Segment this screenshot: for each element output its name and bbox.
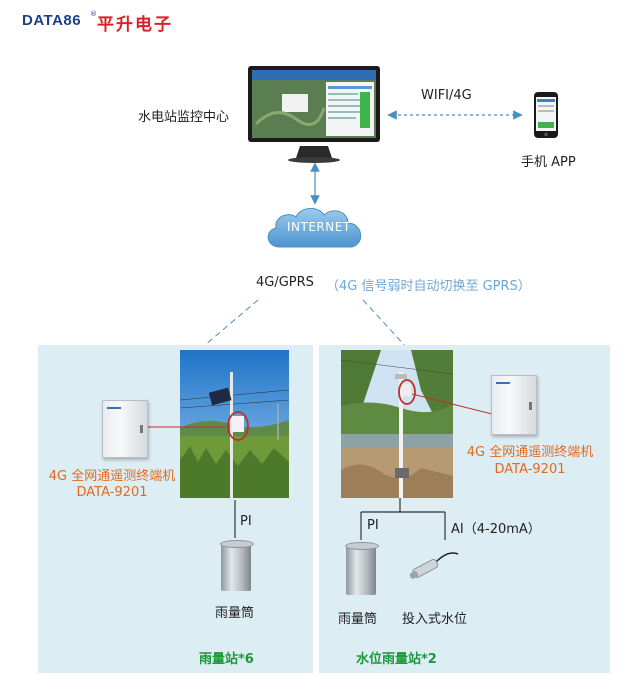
- left-highlight-line: [146, 426, 226, 428]
- telemetry-terminal-cabinet: [102, 400, 148, 458]
- monitoring-center-label: 水电站监控中心: [138, 110, 230, 125]
- right-interface-connector: [360, 498, 446, 540]
- left-terminal-model: DATA-9201: [76, 485, 148, 500]
- level-rain-station-title: 水位雨量站*2: [356, 652, 437, 667]
- network-fallback-note: （4G 信号弱时自动切换至 GPRS）: [326, 279, 531, 294]
- rain-station-title: 雨量站*6: [199, 652, 254, 667]
- registered-mark: ®: [90, 10, 97, 18]
- left-pi-connector: [234, 500, 236, 538]
- right-highlight-line: [412, 393, 492, 415]
- brand-logo-text: DATA86: [22, 12, 82, 29]
- phone-icon: [533, 91, 559, 139]
- cloud-icon: [262, 203, 368, 253]
- right-telemetry-terminal-cabinet: [491, 375, 537, 435]
- internet-label: INTERNET: [287, 220, 351, 234]
- right-terminal-model: DATA-9201: [494, 462, 566, 477]
- level-sensor-label: 投入式水位: [402, 612, 468, 627]
- rain-station-photo: [180, 350, 289, 498]
- right-ai-label: AI（4-20mA）: [451, 522, 541, 537]
- level-sensor-icon: [408, 548, 460, 584]
- level-station-photo: [341, 350, 453, 498]
- right-terminal-name: 4G 全网通遥测终端机: [466, 445, 594, 460]
- link-left-station: [177, 299, 259, 369]
- network-primary-label: 4G/GPRS: [256, 275, 314, 290]
- brand-logo-cn: 平升电子: [97, 15, 173, 35]
- panel-gap: [313, 345, 319, 673]
- rain-gauge-icon: [220, 540, 254, 591]
- left-terminal-name: 4G 全网通遥测终端机: [48, 469, 176, 484]
- left-pi-label: PI: [240, 514, 252, 529]
- left-sensor-label: 雨量筒: [215, 606, 255, 621]
- monitor-icon: [246, 64, 382, 164]
- right-rain-gauge-icon: [345, 542, 379, 595]
- right-rain-sensor-label: 雨量筒: [338, 612, 378, 627]
- mobile-app-label: 手机 APP: [521, 155, 576, 170]
- right-pi-label: PI: [367, 518, 379, 533]
- wireless-label: WIFI/4G: [421, 88, 472, 103]
